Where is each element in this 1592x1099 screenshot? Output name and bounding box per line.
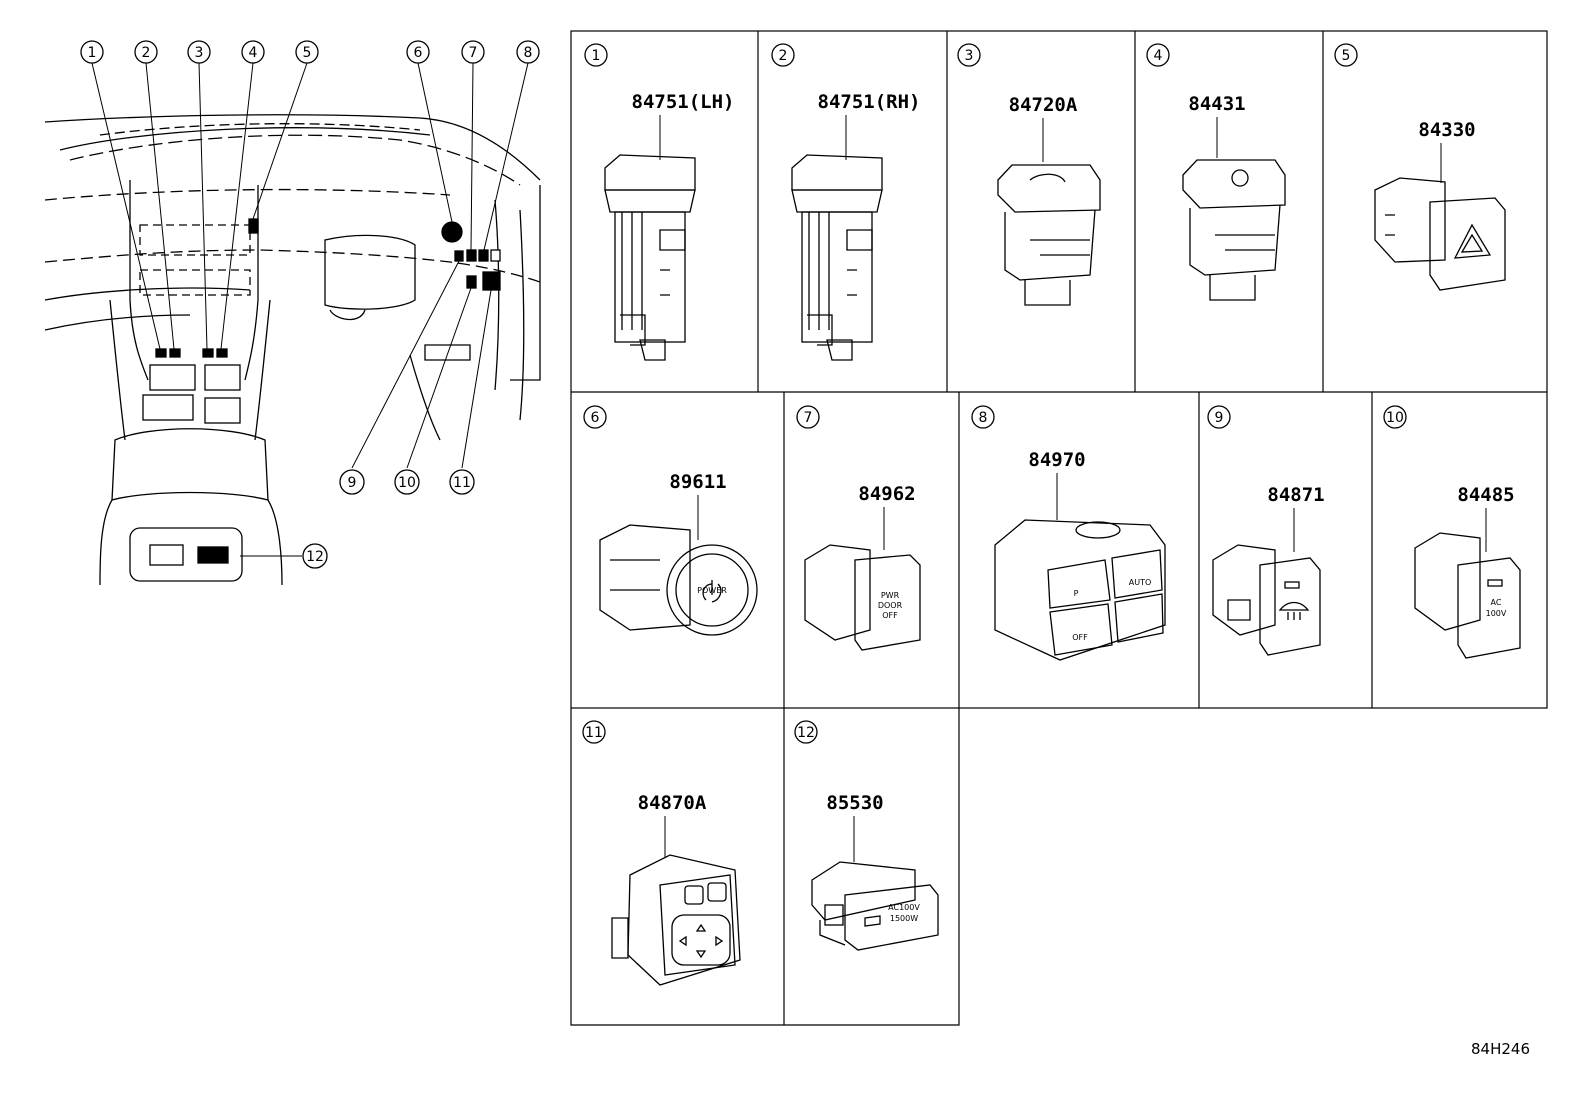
overview-callout-12: 12 — [302, 543, 328, 569]
part-number: 84720A — [1009, 94, 1078, 116]
part-number: 84962 — [858, 483, 915, 505]
overview-callout-4: 4 — [241, 40, 265, 64]
part-number: 84330 — [1418, 119, 1475, 141]
mirror-heater-switch-icon — [791, 154, 883, 361]
cell-2: 2 84751(RH) — [771, 43, 921, 361]
callout-number: 9 — [348, 475, 357, 491]
cell-index: 10 — [1386, 410, 1404, 426]
cell-index: 6 — [591, 410, 600, 426]
overview-callout-5: 5 — [295, 40, 319, 64]
svg-text:100V: 100V — [1486, 609, 1507, 618]
cell-4: 4 84431 — [1146, 43, 1286, 301]
cell-9: 9 84871 — [1207, 405, 1325, 656]
svg-text:AC100V: AC100V — [888, 903, 920, 912]
cell-5: 5 84330 — [1334, 43, 1506, 291]
power-door-off-switch-icon: PWR DOOR OFF — [804, 544, 921, 651]
overview-callout-2: 2 — [134, 40, 158, 64]
rear-defogger-switch-icon — [997, 164, 1101, 306]
mirror-heater-switch-icon — [604, 154, 696, 361]
callout-number: 3 — [195, 45, 204, 61]
part-number: 84751(LH) — [632, 91, 735, 113]
ac-outlet-switch-icon: AC 100V — [1414, 532, 1521, 659]
power-button-icon: POWER — [599, 524, 758, 636]
cell-index: 1 — [592, 48, 601, 64]
cell-index: 8 — [979, 410, 988, 426]
cell-3: 3 84720A — [957, 43, 1101, 306]
callout-number: 2 — [142, 45, 151, 61]
power-outlet-icon: AC100V 1500W — [811, 861, 939, 951]
cell-index: 2 — [779, 48, 788, 64]
part-number: 84751(RH) — [818, 91, 921, 113]
svg-text:OFF: OFF — [882, 611, 898, 620]
svg-text:DOOR: DOOR — [878, 601, 903, 610]
overview-callout-9: 9 — [339, 469, 365, 495]
mirror-control-switch-icon — [611, 854, 741, 986]
overview-callout-7: 7 — [461, 40, 485, 64]
overview-callout-1: 1 — [80, 40, 104, 64]
callout-number: 1 — [88, 45, 97, 61]
cell-index: 11 — [585, 725, 603, 741]
cell-8: 8 84970 P AUTO OFF — [971, 405, 1166, 661]
cell-index: 9 — [1215, 410, 1224, 426]
svg-text:AC: AC — [1491, 598, 1502, 607]
callout-number: 6 — [414, 45, 423, 61]
rear-outlet-panel — [129, 527, 243, 582]
part-number: 84485 — [1457, 484, 1514, 506]
svg-text:P: P — [1074, 589, 1079, 598]
parts-grid — [570, 30, 1548, 1026]
callout-number: 4 — [249, 45, 258, 61]
svg-text:AUTO: AUTO — [1129, 578, 1152, 587]
part-number: 84970 — [1028, 449, 1085, 471]
callout-number: 8 — [524, 45, 533, 61]
overview-callout-3: 3 — [187, 40, 211, 64]
callout-number: 10 — [398, 475, 416, 491]
cell-10: 10 84485 AC 100V — [1383, 405, 1521, 659]
cell-1: 1 84751(LH) — [584, 43, 735, 361]
cell-6: 6 89611 POWER — [583, 405, 758, 636]
windshield-defroster-icon — [1212, 544, 1321, 656]
svg-text:PWR: PWR — [881, 591, 900, 600]
part-number: 89611 — [669, 471, 726, 493]
overview-callout-10: 10 — [394, 469, 420, 495]
vsc-off-switch-icon — [1182, 159, 1286, 301]
part-number: 84871 — [1267, 484, 1324, 506]
part-number: 84870A — [638, 792, 707, 814]
hazard-warning-triangle-icon — [1374, 177, 1506, 291]
overview-callout-11: 11 — [449, 469, 475, 495]
part-number: 84431 — [1188, 93, 1245, 115]
svg-text:OFF: OFF — [1072, 633, 1088, 642]
callout-number: 5 — [303, 45, 312, 61]
cell-7: 7 84962 PWR DOOR OFF — [796, 405, 921, 651]
diagram-code: 84H246 — [1471, 1040, 1530, 1058]
cell-11: 11 84870A — [582, 720, 741, 986]
callout-number: 12 — [306, 549, 324, 565]
cell-index: 7 — [804, 410, 813, 426]
multi-switch-assembly-icon: P AUTO OFF — [994, 519, 1166, 661]
overview-callout-6: 6 — [406, 40, 430, 64]
cell-index: 5 — [1342, 48, 1351, 64]
overview-callout-8: 8 — [516, 40, 540, 64]
callout-number: 7 — [469, 45, 478, 61]
cell-index: 3 — [965, 48, 974, 64]
dashboard-overview: 1 2 3 4 5 6 7 8 9 10 11 12 — [44, 40, 541, 586]
callout-number: 11 — [453, 475, 471, 491]
power-label: POWER — [697, 586, 727, 595]
svg-text:1500W: 1500W — [890, 914, 918, 923]
part-number: 85530 — [826, 792, 883, 814]
cell-index: 4 — [1154, 48, 1163, 64]
cell-12: 12 85530 AC100V 1500W — [794, 720, 939, 951]
cell-index: 12 — [797, 725, 815, 741]
